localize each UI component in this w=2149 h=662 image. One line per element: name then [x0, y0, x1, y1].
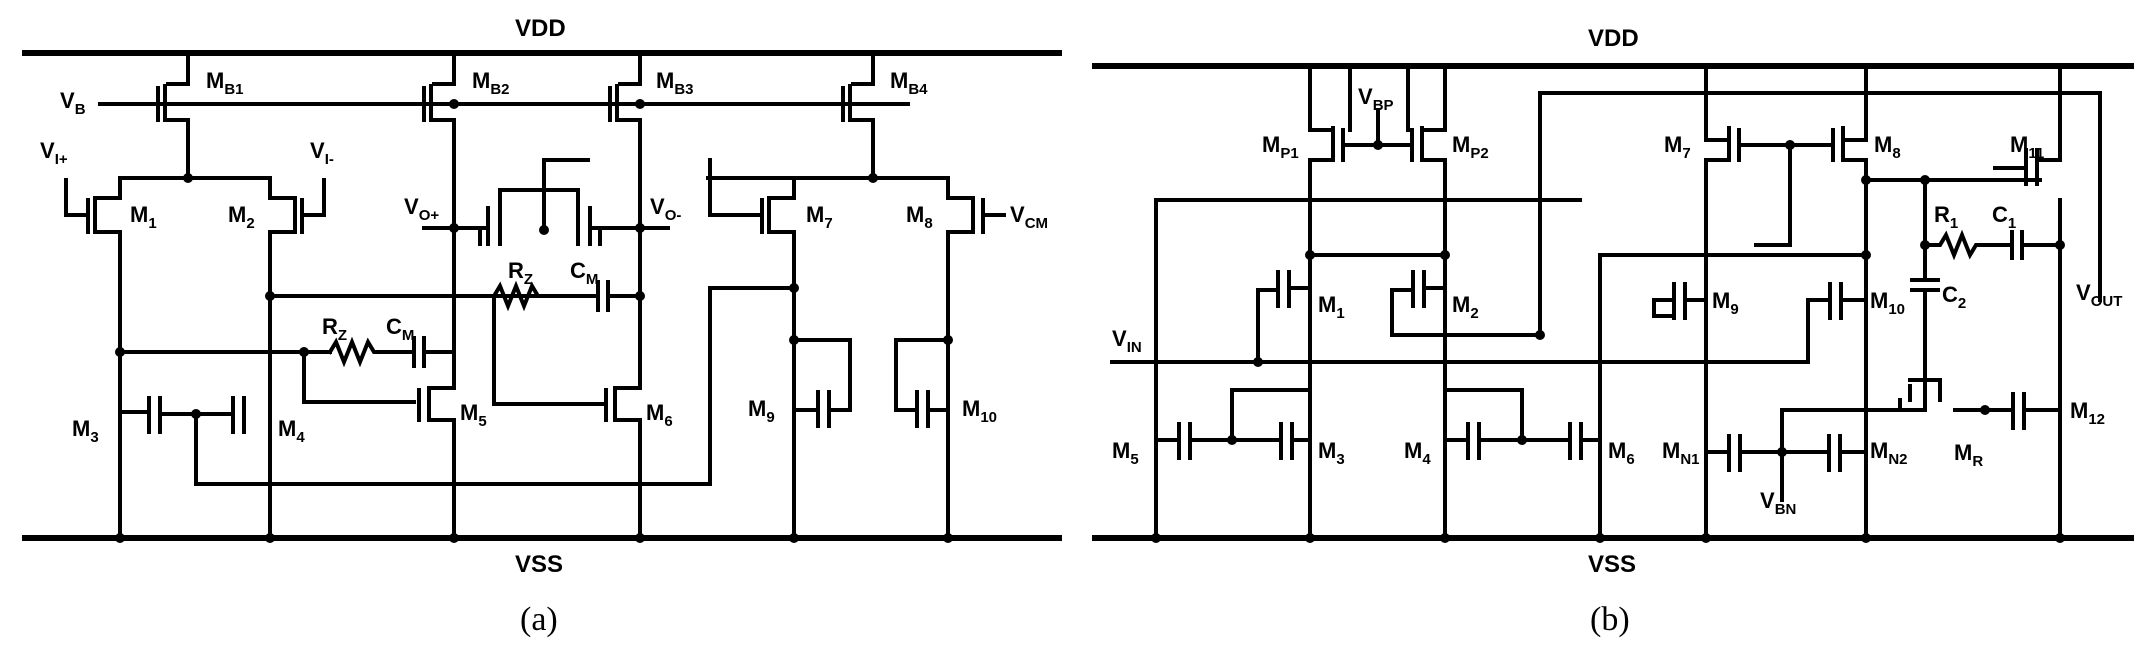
a-vdd-label: VDD: [515, 15, 566, 42]
a-rz1-label: RZ: [322, 314, 347, 344]
b-m9-label: M9: [1712, 288, 1739, 318]
a-vb-label: VB: [60, 88, 86, 118]
a-m1-label: M1: [130, 202, 157, 232]
a-mb2-label: MB2: [472, 68, 510, 98]
b-mn2-label: MN2: [1870, 438, 1908, 468]
a-m7-label: M7: [806, 202, 833, 232]
a-cm1-label: CM: [386, 314, 414, 344]
b-vss-label: VSS: [1588, 551, 1636, 578]
a-caption: (a): [520, 601, 558, 638]
a-rz2-label: RZ: [508, 258, 533, 288]
a-m10-label: M10: [962, 396, 997, 426]
b-m11-label: M11: [2010, 132, 2044, 162]
a-vcm-label: VCM: [1010, 202, 1048, 232]
a-m6-label: M6: [646, 400, 673, 430]
b-m2-label: M2: [1452, 292, 1479, 322]
a-m2-label: M2: [228, 202, 255, 232]
a-vin-n-label: VI-: [310, 138, 334, 168]
b-caption: (b): [1590, 601, 1630, 638]
b-m8-label: M8: [1874, 132, 1901, 162]
a-vo-n-label: VO-: [650, 194, 681, 224]
a-m3-label: M3: [72, 416, 99, 446]
b-vout-label: VOUT: [2076, 280, 2122, 310]
a-m9-label: M9: [748, 396, 775, 426]
a-m8-label: M8: [906, 202, 933, 232]
b-m3-label: M3: [1318, 438, 1345, 468]
b-m7-label: M7: [1664, 132, 1691, 162]
b-vbp-label: VBP: [1358, 84, 1394, 114]
a-vo-p-label: VO+: [404, 194, 439, 224]
b-mp2-label: MP2: [1452, 132, 1489, 162]
a-vin-p-label: VI+: [40, 138, 68, 168]
b-mn1-label: MN1: [1662, 438, 1700, 468]
panel-a: VDD VSS: [22, 15, 1062, 638]
b-vin-label: VIN: [1112, 326, 1142, 356]
a-mb4-label: MB4: [890, 68, 928, 98]
b-m4-label: M4: [1404, 438, 1431, 468]
b-m12-label: M12: [2070, 398, 2105, 428]
b-m5-label: M5: [1112, 438, 1139, 468]
a-m4-label: M4: [278, 416, 305, 446]
b-c1-label: C1: [1992, 202, 2016, 232]
b-mr-label: MR: [1954, 440, 1983, 470]
b-vdd-label: VDD: [1588, 25, 1639, 52]
b-vbn-label: VBN: [1760, 488, 1796, 518]
a-mb3-label: MB3: [656, 68, 694, 98]
panel-b: VDD VSS: [1092, 25, 2134, 638]
a-vss-label: VSS: [515, 551, 563, 578]
a-mb1-label: MB1: [206, 68, 244, 98]
b-m1-label: M1: [1318, 292, 1345, 322]
a-m5-label: M5: [460, 400, 487, 430]
b-mp1-label: MP1: [1262, 132, 1299, 162]
a-cm2-label: CM: [570, 258, 598, 288]
b-m10-label: M10: [1870, 288, 1905, 318]
b-r1-label: R1: [1934, 202, 1958, 232]
b-c2-label: C2: [1942, 282, 1966, 312]
b-m6-label: M6: [1608, 438, 1635, 468]
